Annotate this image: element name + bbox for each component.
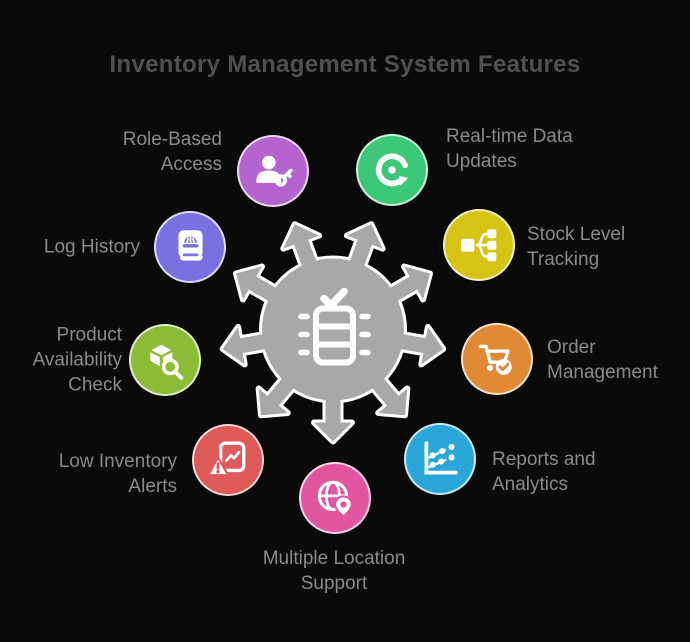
feature-circle-product-availability-check bbox=[129, 324, 201, 396]
refresh-icon bbox=[375, 153, 409, 187]
feature-label-order-management: Order Management bbox=[547, 337, 658, 383]
feature-label-real-time-data-updates: Real-time Data Updates bbox=[446, 126, 573, 172]
feature-circle-order-management bbox=[461, 323, 533, 395]
central-hub bbox=[193, 190, 473, 475]
feature-label-reports-and-analytics: Reports and Analytics bbox=[492, 449, 596, 495]
inventory-shelf-check-icon bbox=[193, 190, 473, 470]
cart-check-icon bbox=[478, 344, 512, 375]
page-title: Inventory Management System Features bbox=[109, 51, 581, 78]
alert-document-icon bbox=[207, 441, 246, 477]
feature-circle-log-history bbox=[154, 211, 226, 283]
feature-circle-role-based-access bbox=[237, 135, 309, 207]
globe-pin-icon bbox=[317, 480, 353, 518]
feature-label-log-history: Log History bbox=[43, 236, 140, 258]
scatter-chart-icon bbox=[424, 441, 458, 475]
feature-circle-multiple-location-support bbox=[299, 462, 371, 534]
feature-circle-real-time-data-updates bbox=[356, 134, 428, 206]
feature-label-stock-level-tracking: Stock Level Tracking bbox=[527, 224, 626, 270]
log-book-icon bbox=[178, 230, 203, 261]
feature-label-low-inventory-alerts: Low Inventory Alerts bbox=[58, 451, 177, 497]
feature-label-role-based-access: Role-Based Access bbox=[122, 129, 222, 175]
feature-circle-reports-and-analytics bbox=[404, 423, 476, 495]
feature-circle-stock-level-tracking bbox=[443, 209, 515, 281]
feature-label-multiple-location-support: Multiple Location Support bbox=[262, 548, 406, 594]
feature-label-product-availability-check: Product Availability Check bbox=[32, 324, 122, 396]
user-key-icon bbox=[256, 155, 293, 187]
feature-circle-low-inventory-alerts bbox=[192, 424, 264, 496]
box-search-icon bbox=[150, 344, 184, 380]
consolidate-icon bbox=[461, 229, 497, 262]
